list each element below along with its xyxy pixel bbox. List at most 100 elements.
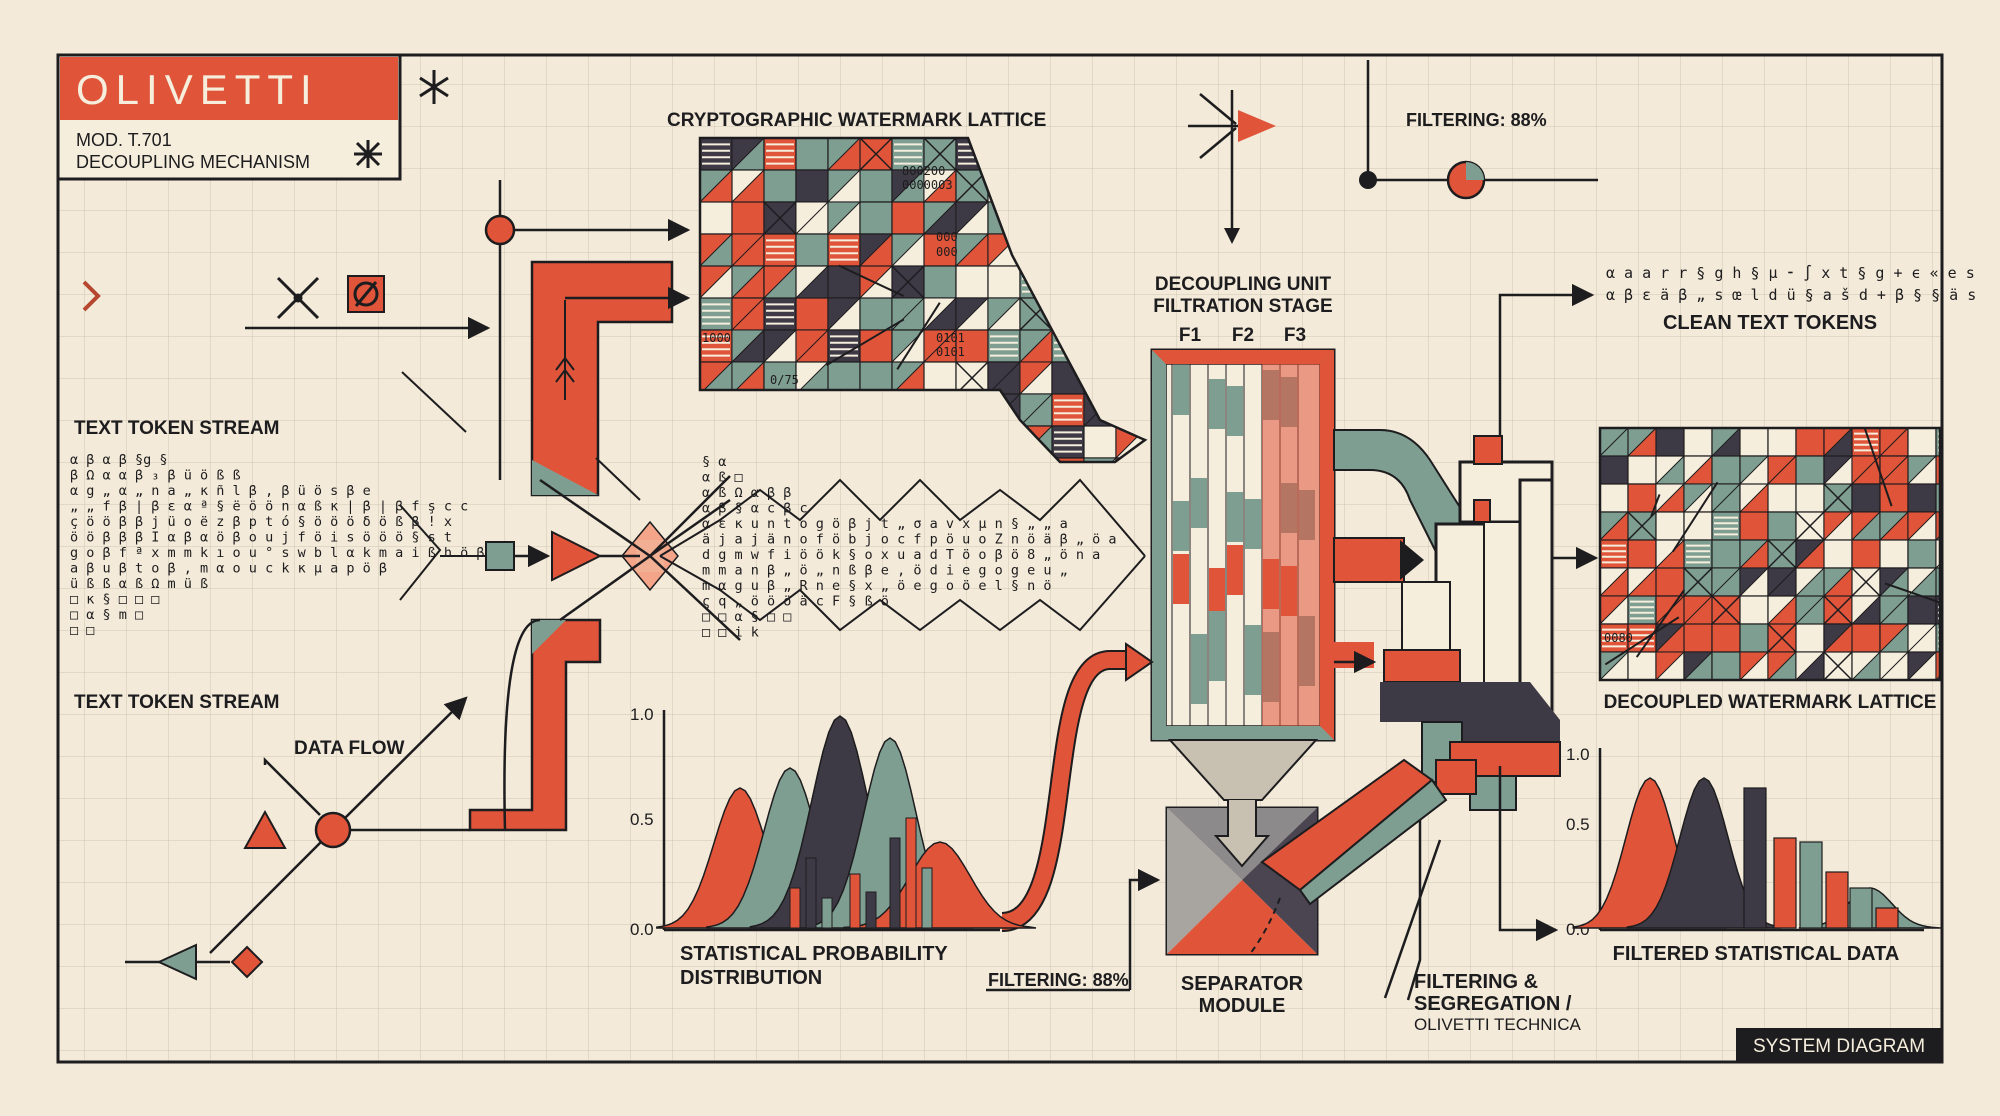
filter-segment bbox=[1191, 478, 1207, 528]
lattice-diagonal bbox=[1767, 539, 1797, 569]
lattice-code: 000 bbox=[936, 245, 958, 259]
token-stream-line: □ □ bbox=[70, 623, 94, 639]
lattice-cell bbox=[923, 233, 957, 267]
segregation-line1: FILTERING & bbox=[1414, 971, 1538, 993]
lattice-cell bbox=[1795, 623, 1825, 653]
lattice-cell bbox=[1655, 511, 1685, 541]
junction-node[interactable] bbox=[484, 214, 516, 246]
text-token-stream-label-bottom: TEXT TOKEN STREAM bbox=[74, 692, 280, 713]
lattice-cell bbox=[955, 265, 989, 299]
lattice-strut bbox=[825, 318, 905, 366]
token-stream-line: m α g u β „ R n e § x „ ö e g o ö e l § … bbox=[702, 578, 1052, 594]
filter-segment bbox=[1227, 545, 1243, 595]
lattice-strut bbox=[838, 264, 905, 297]
cross-icon bbox=[276, 276, 320, 320]
filter-segment bbox=[1173, 554, 1189, 604]
lattice-triangle bbox=[1600, 595, 1630, 625]
clean-tokens-label: CLEAN TEXT TOKENS bbox=[1663, 312, 1877, 334]
lattice-triangle bbox=[1795, 651, 1826, 680]
lattice-code: 000 bbox=[936, 230, 958, 244]
lattice-triangle bbox=[1879, 428, 1909, 458]
lattice-strut bbox=[1863, 428, 1893, 507]
lattice-cell bbox=[859, 361, 893, 395]
lattice-cell bbox=[1739, 511, 1769, 541]
lattice-diagonal bbox=[1795, 511, 1825, 541]
separator-line1: SEPARATOR bbox=[1181, 973, 1304, 995]
filter-segment bbox=[1209, 568, 1225, 618]
clean-token-output-arrow bbox=[1498, 283, 1595, 436]
lattice-cell bbox=[859, 297, 893, 331]
lattice-diagonal bbox=[955, 361, 989, 395]
lattice-cell bbox=[1739, 595, 1769, 625]
lattice-triangle bbox=[987, 297, 1022, 332]
stream-zigzag-top bbox=[659, 478, 1146, 557]
lattice-code: 0101 bbox=[936, 345, 965, 359]
data-flow-node[interactable] bbox=[314, 811, 352, 849]
filter-segment bbox=[1209, 379, 1225, 429]
lattice-triangle bbox=[1600, 567, 1630, 597]
lattice-triangle bbox=[1851, 511, 1882, 542]
lattice-strut bbox=[1672, 481, 1719, 553]
lattice-triangle bbox=[923, 169, 958, 204]
header-plate: OLIVETTI MOD. T.701 DECOUPLING MECHANISM bbox=[56, 53, 449, 181]
filter-segment bbox=[1209, 611, 1225, 681]
star-icon bbox=[419, 70, 449, 104]
lattice-cell bbox=[1627, 483, 1657, 513]
lattice-triangle bbox=[1879, 595, 1910, 626]
lattice-cell bbox=[1711, 651, 1741, 680]
token-stream-line: a β u β t o β , m α o u c k κ μ a p ö β bbox=[70, 561, 387, 577]
segregation-line3: OLIVETTI TECHNICA bbox=[1414, 1015, 1582, 1034]
red-pipe-arrowhead bbox=[1125, 642, 1154, 682]
lattice-cell bbox=[1683, 428, 1713, 457]
lattice-right-outline bbox=[1598, 426, 1942, 682]
token-stream-left: α β α β §g §β Ω α α β ₃ β ü ö ß ßα g „ α… bbox=[70, 452, 485, 639]
lattice-cell bbox=[1795, 428, 1825, 457]
lattice-strut bbox=[1604, 616, 1680, 666]
lattice-triangle bbox=[1823, 511, 1854, 542]
axis-right-mid: 0.5 bbox=[1566, 815, 1590, 834]
lattice-diagonal bbox=[923, 138, 957, 171]
lattice-code: 0101 bbox=[936, 331, 965, 345]
lattice-triangle bbox=[795, 329, 830, 364]
filtered-bar bbox=[1875, 907, 1899, 929]
filter-f3-band bbox=[1262, 364, 1320, 726]
lattice-cell bbox=[1711, 539, 1741, 569]
lattice-cell bbox=[795, 138, 829, 171]
lattice-cell bbox=[795, 169, 829, 203]
lattice-triangle bbox=[1655, 651, 1686, 680]
lattice-cell bbox=[1879, 483, 1909, 513]
lattice-triangle bbox=[1907, 511, 1938, 542]
lattice-cell bbox=[1851, 483, 1881, 513]
lattice-cell bbox=[763, 233, 797, 267]
lattice-code: 0000003 bbox=[902, 178, 953, 192]
filtered-bar bbox=[1799, 841, 1823, 929]
token-stream-line: α β α β §g § bbox=[70, 452, 168, 468]
token-stream-line: □ α § m □ bbox=[70, 607, 143, 623]
mixing-hub bbox=[539, 475, 741, 641]
axis-left-mid: 0.5 bbox=[630, 810, 654, 829]
lattice-triangle bbox=[827, 201, 862, 236]
lattice-cell bbox=[859, 169, 893, 203]
lattice-cell bbox=[1655, 567, 1685, 597]
lattice-cell bbox=[955, 329, 989, 363]
lattice-cell bbox=[1907, 539, 1937, 569]
lattice-diagonal bbox=[1823, 483, 1853, 513]
lattice-diagonal bbox=[1767, 623, 1797, 653]
data-output-arrow bbox=[1498, 766, 1559, 942]
decoupled-lattice-label: DECOUPLED WATERMARK LATTICE bbox=[1604, 692, 1937, 713]
lattice-cell bbox=[1711, 511, 1741, 541]
lattice-triangle bbox=[1655, 483, 1686, 514]
lattice-triangle bbox=[1711, 483, 1742, 514]
red-pipe-lower bbox=[468, 618, 602, 832]
lattice-cell bbox=[1935, 623, 1940, 653]
lattice-cell bbox=[1851, 623, 1881, 653]
lattice-diagonal bbox=[1683, 567, 1713, 597]
segregation-line2: SEGREGATION / bbox=[1414, 993, 1572, 1015]
stream-buffer-node[interactable] bbox=[485, 541, 515, 571]
stat-label-line2: DISTRIBUTION bbox=[680, 967, 822, 989]
lattice-code: 0/75 bbox=[770, 373, 799, 387]
asterisk-icon bbox=[354, 140, 382, 168]
token-stream-line: „ „ f β | β ε α ª § ë ö ö n α ß κ | β | … bbox=[70, 499, 468, 515]
